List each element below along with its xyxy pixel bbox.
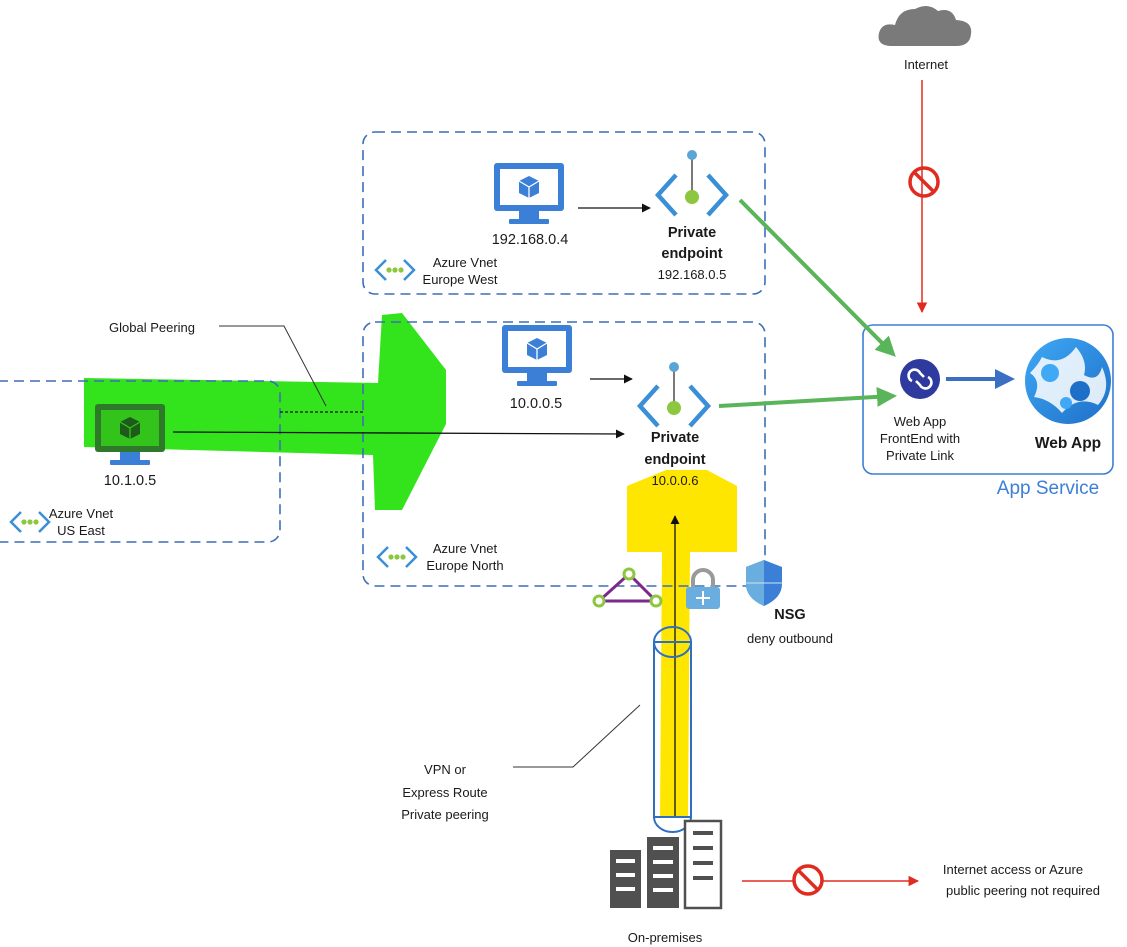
vpn-label: Express Route [402,785,488,800]
on-premises-label: On-premises [627,930,703,945]
public-access-note: public peering not required [946,883,1100,898]
vnet-box-europe-north [362,321,766,587]
web-app-frontend-label: FrontEnd with [879,431,961,446]
virtual-machine-icon [494,163,564,224]
vpn-label: VPN or [424,762,466,777]
vpn-label: Private peering [401,807,489,822]
endpoint-to-webapp-arrow [738,198,896,357]
web-app-frontend-label: Private Link [886,448,954,463]
vm-ip-label: 10.1.0.5 [103,473,157,489]
virtual-machine-icon [502,325,572,386]
vnet-icon [374,259,416,281]
web-app-icon [1025,338,1111,424]
vpn-lock-icon [686,568,720,609]
vm-ip-label: 192.168.0.4 [491,232,569,248]
app-service-label: App Service [996,478,1100,499]
blocked-icon [792,864,824,896]
vnet-region-label: Europe West [422,272,498,287]
vnet-box-us-east [0,380,281,543]
virtual-machine-icon [95,404,165,465]
private-endpoint-ip: 192.168.0.5 [657,267,727,282]
endpoint-to-webapp-arrow [718,386,897,408]
private-endpoint-ip: 10.0.0.6 [651,473,699,488]
nsg-rule-label: deny outbound [746,631,834,646]
private-endpoint-title: Private [667,225,717,241]
internet-label: Internet [903,57,949,72]
peered-vm-to-endpoint-arrow [172,429,625,439]
vm-ip-label: 10.0.0.5 [509,396,563,412]
vnet-region-label: Europe North [426,558,504,573]
vpn-path-highlight [627,470,737,818]
cloud-icon [878,5,972,46]
nsg-shield-icon [746,560,782,606]
web-app-frontend-label: Web App [893,414,947,429]
global-peering-leader [219,325,327,407]
private-endpoint-title: endpoint [644,452,706,468]
vnet-name-label: Azure Vnet [432,255,498,270]
global-peering-highlight [84,313,446,510]
vnet-icon [376,546,418,568]
gateway-icon [592,567,663,608]
public-access-note: Internet access or Azure [942,862,1084,877]
private-endpoint-title: endpoint [661,246,723,262]
vnet-icon [9,511,51,533]
vnet-region-label: US East [57,523,105,538]
global-peering-label: Global Peering [109,320,195,335]
private-endpoint-title: Private [650,430,700,446]
vnet-box-europe-west [362,131,766,295]
private-endpoint-icon [636,362,712,428]
nsg-label: NSG [774,607,806,623]
vnet-name-label: Azure Vnet [48,506,114,521]
server-rack-icon [610,819,723,910]
web-app-frontend-icon [900,359,940,399]
blocked-icon [908,166,940,198]
web-app-label: Web App [1034,435,1102,452]
vnet-name-label: Azure Vnet [432,541,498,556]
vpn-leader [513,704,641,768]
private-endpoint-icon [654,150,730,217]
